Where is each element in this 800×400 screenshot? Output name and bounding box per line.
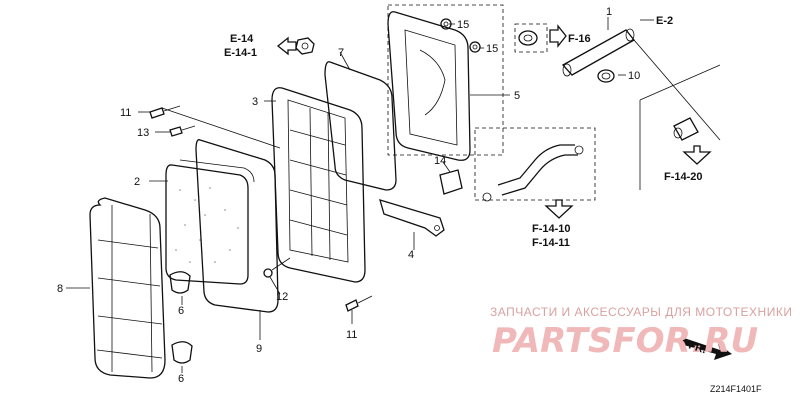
ref-arrow-f14-20 <box>682 145 712 165</box>
watermark-text: ЗАПЧАСТИ И АКСЕССУАРЫ ДЛЯ МОТОТЕХНИКИ <box>490 305 792 319</box>
ref-e2: E-2 <box>656 15 673 27</box>
label-part-11-bottom: 11 <box>346 329 357 341</box>
breather-tube-14 <box>439 169 463 195</box>
ref-f14-10: F-14-10 <box>532 223 571 235</box>
label-part-6b: 6 <box>178 373 184 385</box>
label-part-9: 9 <box>256 343 262 355</box>
label-part-15a: 15 <box>457 19 469 31</box>
clip-6-top <box>169 271 191 294</box>
filter-element <box>165 159 255 285</box>
grommet-f16 <box>514 23 548 53</box>
ref-f16: F-16 <box>568 33 591 45</box>
ref-f14-20: F-14-20 <box>664 171 703 183</box>
label-part-13: 13 <box>137 127 149 139</box>
label-part-5: 5 <box>514 90 520 102</box>
ref-arrow-f14-10 <box>544 199 574 219</box>
label-part-8: 8 <box>57 283 63 295</box>
label-part-3: 3 <box>252 96 258 108</box>
air-cleaner-case <box>271 87 366 283</box>
screw-11-top <box>149 105 181 119</box>
label-part-12: 12 <box>276 291 288 303</box>
label-part-2: 2 <box>134 176 140 188</box>
label-part-4: 4 <box>408 249 414 261</box>
screw-12 <box>263 257 291 278</box>
gasket <box>195 139 279 313</box>
seal-rubber <box>324 61 397 191</box>
screw-11-bottom <box>345 295 373 312</box>
breather-pipe <box>474 127 596 202</box>
label-part-1: 1 <box>606 6 612 18</box>
label-part-15b: 15 <box>486 43 498 55</box>
label-part-11-top: 11 <box>120 107 131 119</box>
label-part-7: 7 <box>338 47 344 59</box>
watermark-logo: PARTSFOR.RU <box>492 321 758 361</box>
leader-lines <box>66 17 721 373</box>
f14-20-section <box>639 64 721 190</box>
clip-6-bottom <box>171 341 193 364</box>
back-plate <box>387 4 504 161</box>
screw-13 <box>169 125 196 137</box>
front-direction-arrow <box>680 338 732 360</box>
bracket <box>379 199 445 237</box>
grommet-nut <box>295 37 315 55</box>
ref-arrow-e14 <box>276 36 297 56</box>
label-part-10: 10 <box>628 70 640 82</box>
bolt-15b <box>469 41 481 53</box>
front-arrow-label: FR. <box>687 339 708 356</box>
ref-f14-11: F-14-11 <box>532 237 570 249</box>
ref-arrow-f16 <box>549 24 567 48</box>
ref-e14-1: E-14-1 <box>224 47 257 59</box>
air-cleaner-cover <box>89 197 166 379</box>
ref-e14: E-14 <box>230 33 254 45</box>
clamp-10 <box>597 69 615 83</box>
label-part-6a: 6 <box>178 305 184 317</box>
label-part-14: 14 <box>434 155 446 167</box>
figure-code: Z214F1401F <box>710 384 762 394</box>
